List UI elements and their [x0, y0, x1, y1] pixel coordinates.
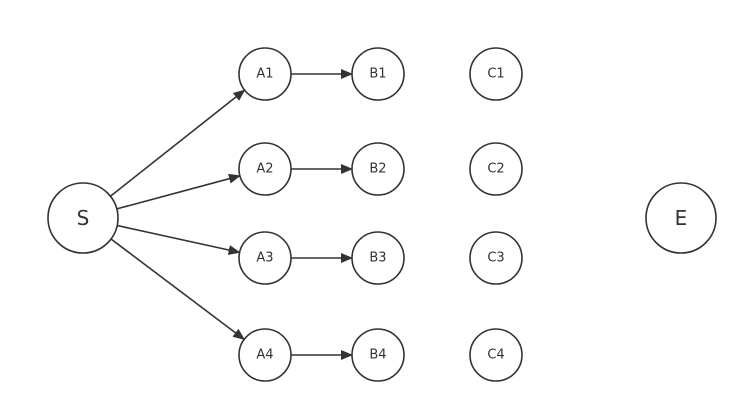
node-a1-label: A1 [256, 67, 273, 82]
node-b4-label: B4 [369, 348, 386, 363]
node-c2-circle [469, 142, 523, 196]
node-e-label: E [675, 206, 688, 230]
node-b2-circle [351, 142, 405, 196]
node-c3-label: C3 [487, 251, 504, 266]
node-c2: C2 [469, 142, 523, 196]
node-e: E [645, 182, 717, 254]
node-a1-circle [238, 47, 292, 101]
node-c3: C3 [469, 231, 523, 285]
node-b4-circle [351, 328, 405, 382]
node-b2-label: B2 [369, 162, 386, 177]
node-a2-label: A2 [256, 162, 273, 177]
node-s-label: S [77, 206, 90, 230]
edge-s-to-a3 [117, 224, 241, 255]
node-b3-circle [351, 231, 405, 285]
node-c2-label: C2 [487, 162, 504, 177]
node-b3-label: B3 [369, 251, 386, 266]
node-s: S [47, 182, 119, 254]
node-a1: A1 [238, 47, 292, 101]
node-a2: A2 [238, 142, 292, 196]
node-c4: C4 [469, 328, 523, 382]
node-s-circle [47, 182, 119, 254]
node-b2: B2 [351, 142, 405, 196]
node-c1: C1 [469, 47, 523, 101]
edges-layer [109, 69, 353, 360]
edge-s-to-a2 [116, 173, 241, 210]
node-a2-circle [238, 142, 292, 196]
node-a3-circle [238, 231, 292, 285]
edge-s-to-a1 [109, 89, 246, 197]
node-c3-circle [469, 231, 523, 285]
node-b1-circle [351, 47, 405, 101]
node-a3: A3 [238, 231, 292, 285]
node-c4-circle [469, 328, 523, 382]
node-c4-label: C4 [487, 348, 504, 363]
node-b4: B4 [351, 328, 405, 382]
node-a4-circle [238, 328, 292, 382]
node-e-circle [645, 182, 717, 254]
node-a4-label: A4 [256, 348, 273, 363]
node-a3-label: A3 [256, 251, 273, 266]
edge-s-to-a4 [110, 238, 245, 341]
node-c1-label: C1 [487, 67, 504, 82]
node-c1-circle [469, 47, 523, 101]
node-b3: B3 [351, 231, 405, 285]
node-a4: A4 [238, 328, 292, 382]
node-b1-label: B1 [369, 67, 386, 82]
node-b1: B1 [351, 47, 405, 101]
